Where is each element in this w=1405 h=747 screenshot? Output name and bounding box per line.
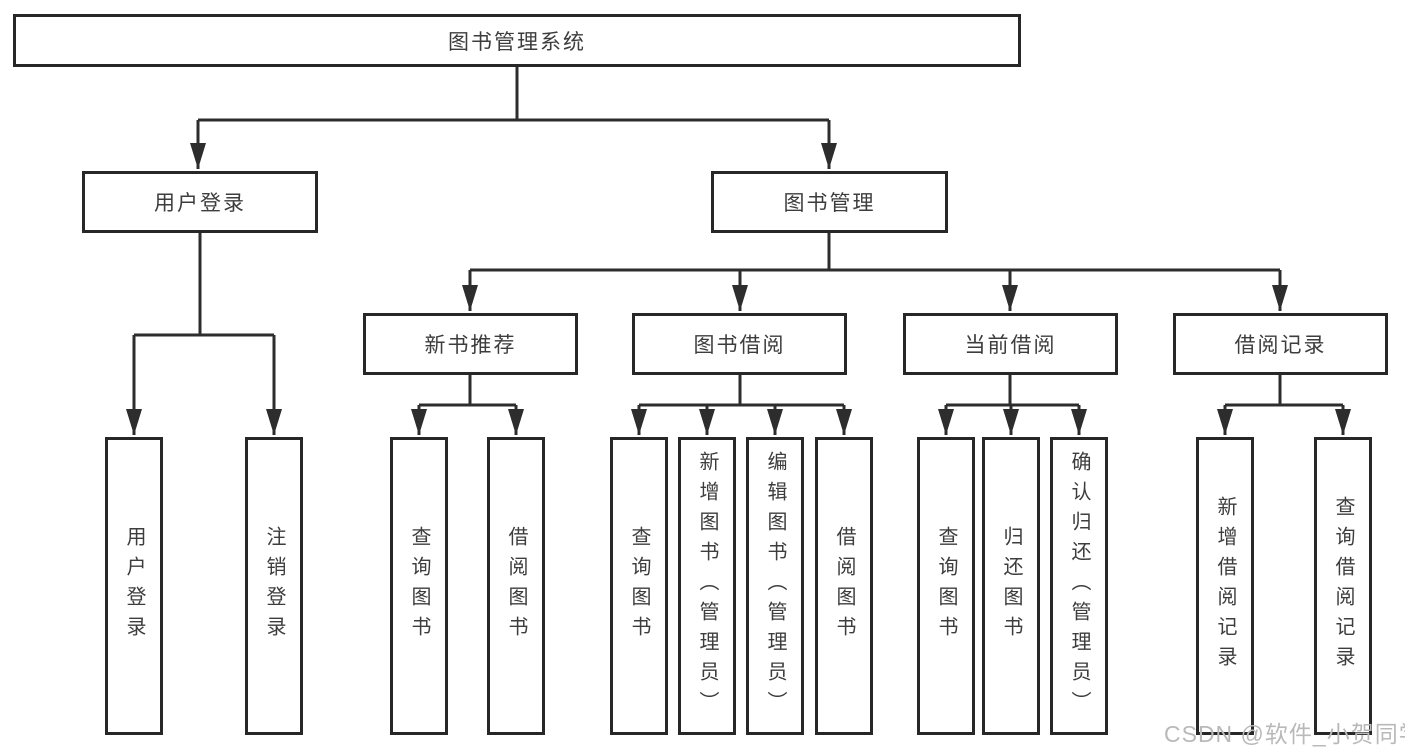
node-new-book-rec: 新书推荐	[363, 313, 578, 375]
leaf-logout-label: 注销登录	[263, 526, 285, 646]
leaf-cb-query-books: 查询图书	[917, 437, 975, 735]
node-current-borrow: 当前借阅	[903, 313, 1118, 375]
leaf-br-query-record: 查询借阅记录	[1314, 437, 1372, 735]
node-borrow-records-label: 借阅记录	[1234, 334, 1327, 357]
leaf-cb-confirm-return: 确认归还（管理员）	[1050, 437, 1108, 735]
node-user-login-group: 用户登录	[82, 171, 318, 233]
connector-user-login-to-leaves	[126, 232, 282, 435]
node-root-label: 图书管理系统	[448, 30, 586, 54]
node-root: 图书管理系统	[13, 14, 1021, 67]
leaf-nbr-borrow-books: 借阅图书	[487, 437, 545, 735]
leaf-nbr-query-books-label: 查询图书	[408, 526, 430, 646]
node-book-borrow: 图书借阅	[632, 313, 847, 375]
leaf-bb-query-books-label: 查询图书	[628, 526, 650, 646]
node-book-mgmt: 图书管理	[711, 171, 948, 233]
connector-borrow-records-to-leaves	[1217, 375, 1351, 435]
connector-book-borrow-to-leaves	[631, 375, 852, 435]
leaf-nbr-borrow-books-label: 借阅图书	[505, 526, 527, 646]
leaf-cb-return-books: 归还图书	[982, 437, 1040, 735]
node-current-borrow-label: 当前借阅	[964, 334, 1057, 357]
connector-book-mgmt-to-level3	[462, 232, 1288, 311]
leaf-bb-add-books-label: 新增图书（管理员）	[696, 451, 718, 721]
leaf-nbr-query-books: 查询图书	[390, 437, 448, 735]
leaf-cb-query-books-label: 查询图书	[935, 526, 957, 646]
leaf-br-add-record-label: 新增借阅记录	[1214, 496, 1236, 676]
connector-current-borrow-to-leaves	[938, 375, 1087, 435]
leaf-bb-edit-books-label: 编辑图书（管理员）	[764, 451, 786, 721]
connector-new-book-rec-to-leaves	[411, 375, 524, 435]
leaf-cb-return-books-label: 归还图书	[1000, 526, 1022, 646]
leaf-cb-confirm-return-label: 确认归还（管理员）	[1068, 451, 1090, 721]
node-book-mgmt-label: 图书管理	[783, 192, 876, 215]
leaf-user-login: 用户登录	[105, 437, 163, 735]
leaf-br-query-record-label: 查询借阅记录	[1332, 496, 1354, 676]
leaf-bb-add-books: 新增图书（管理员）	[678, 437, 736, 735]
node-new-book-rec-label: 新书推荐	[424, 334, 517, 357]
leaf-bb-borrow-books: 借阅图书	[815, 437, 873, 735]
leaf-logout: 注销登录	[245, 437, 303, 735]
leaf-bb-edit-books: 编辑图书（管理员）	[746, 437, 804, 735]
node-book-borrow-label: 图书借阅	[693, 334, 786, 357]
node-user-login-group-label: 用户登录	[154, 192, 246, 215]
leaf-bb-query-books: 查询图书	[610, 437, 668, 735]
connector-root-to-level2	[190, 67, 837, 169]
leaf-user-login-label: 用户登录	[123, 526, 145, 646]
leaf-bb-borrow-books-label: 借阅图书	[833, 526, 855, 646]
node-borrow-records: 借阅记录	[1173, 313, 1388, 375]
leaf-br-add-record: 新增借阅记录	[1196, 437, 1254, 735]
watermark: CSDN @软件_小贺同学	[1164, 721, 1405, 747]
